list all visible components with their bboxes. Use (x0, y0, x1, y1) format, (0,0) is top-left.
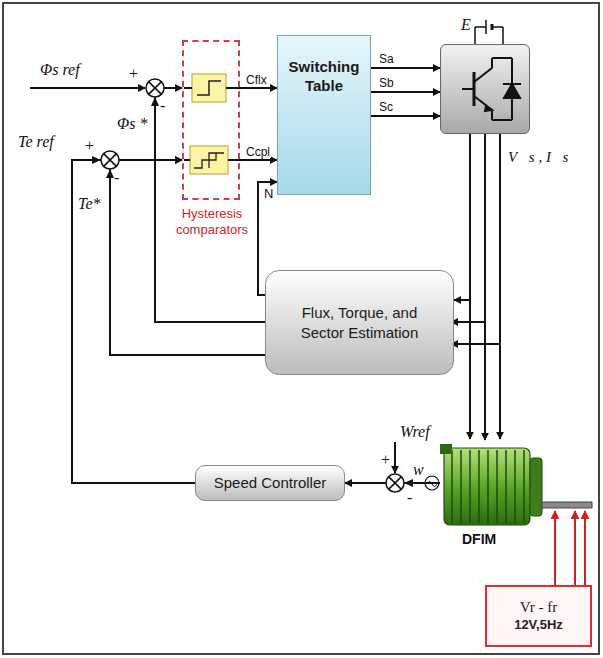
node-sublabel: 12V,5Hz (514, 617, 563, 634)
signal-arrow (484, 134, 486, 440)
signal-arrow (371, 91, 440, 93)
rotor-supply (584, 511, 586, 585)
signal-wire (394, 442, 396, 473)
node-label: Switching Table (282, 58, 366, 96)
edge-label: Cflx (245, 74, 268, 86)
signal-wire (30, 87, 145, 89)
sign: + (380, 452, 391, 468)
signal-arrow (574, 511, 576, 585)
sign: - (114, 170, 119, 186)
signal-name: Wref (400, 424, 430, 440)
signal-arrow (72, 160, 195, 483)
edge-label: Sc (378, 101, 394, 113)
comparator-symbol (182, 40, 240, 200)
signal-name: Te ref (18, 134, 54, 150)
signal-arrow (345, 482, 440, 484)
edge-label: V⃗s , I⃗s (507, 150, 569, 165)
edge-label: Sa (378, 53, 395, 65)
edge-label: Sb (378, 77, 395, 89)
signal-arrow (240, 159, 277, 161)
signal-arrow (371, 115, 440, 117)
phase-wire (499, 134, 501, 439)
signal-arrow (155, 88, 265, 322)
signal-name: Te* (78, 196, 101, 212)
signal-name: Φs ref (40, 62, 80, 78)
node-label: Flux, Torque, and Sector Estimation (284, 303, 435, 342)
node-label: Vr - fr (520, 598, 557, 618)
signal-arrow (110, 160, 265, 355)
rotor-supply (554, 511, 556, 585)
signal-arrow (454, 134, 470, 300)
inverter: E (440, 44, 530, 134)
igbt-symbol (440, 44, 530, 134)
edge-label: Ccpl (245, 146, 271, 158)
comparator-group: Hysteresis comparators (182, 40, 240, 200)
node-label: E (461, 17, 471, 33)
signal-arrow (371, 67, 440, 69)
node-label: Speed Controller (214, 474, 327, 492)
rotor-source-box: Vr - fr12V,5Hz (485, 585, 592, 647)
battery-symbol (475, 20, 503, 44)
motor: DFIM (440, 440, 590, 555)
node-label: DFIM (462, 532, 496, 546)
controller-box: Speed Controller (195, 465, 345, 501)
signal-name: Φs * (117, 116, 147, 132)
measure-wire (451, 343, 500, 345)
switching-table: Switching Table (277, 35, 371, 195)
sign: + (128, 66, 139, 82)
sign: - (407, 490, 412, 506)
node-label: Hysteresis comparators (170, 206, 254, 237)
sign: + (84, 138, 95, 154)
signal-name: w (413, 462, 424, 478)
edge-label: N (263, 187, 274, 200)
signal-arrow (240, 87, 277, 89)
sign: - (160, 98, 165, 114)
estimator-box: Flux, Torque, and Sector Estimation (265, 270, 454, 375)
measure-wire (451, 321, 485, 323)
phase-wire (469, 300, 471, 439)
frame (3, 3, 599, 654)
